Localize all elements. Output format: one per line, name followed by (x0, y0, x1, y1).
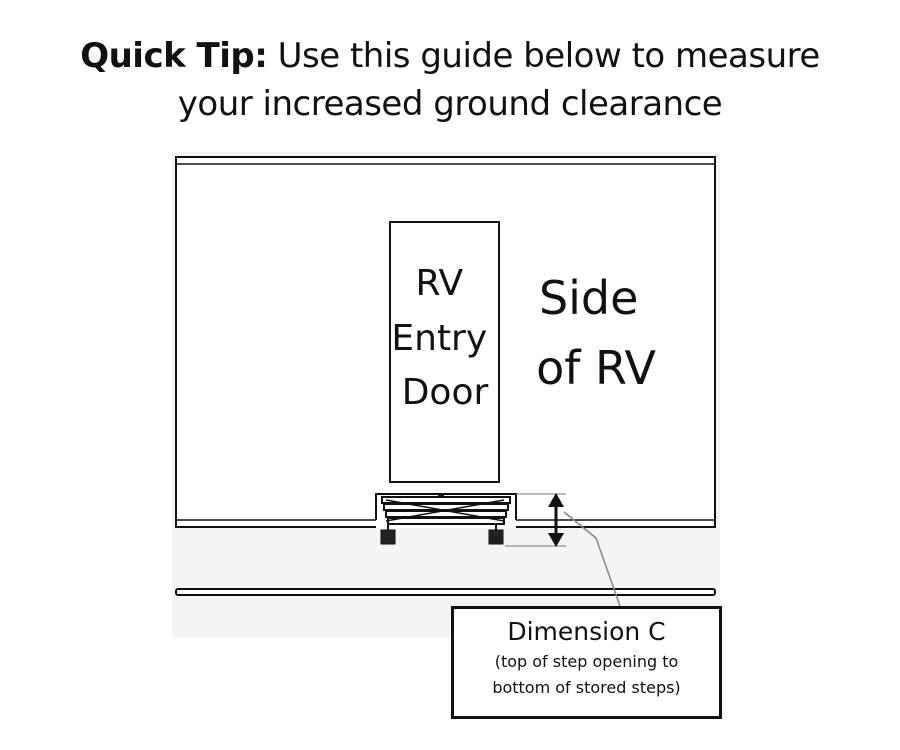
ground-line (175, 588, 716, 596)
door-label-line-2: Entry (391, 318, 487, 359)
tip-text-line-2: your increased ground clearance (177, 84, 723, 124)
callout-sub-line-2: bottom of stored steps) (492, 678, 681, 697)
quick-tip-title: Quick Tip: Use this guide below to measu… (0, 32, 900, 128)
side-label-line-1: Side (539, 271, 638, 325)
side-label-line-2: of RV (536, 341, 656, 395)
callout-heading: Dimension C (507, 617, 666, 646)
door-label-line-1: RV (415, 263, 463, 304)
door-label: RV Entry Door (391, 263, 498, 413)
side-of-rv-label: Side of RV (536, 271, 656, 395)
tip-text-line-1: Use this guide below to measure (267, 36, 821, 76)
step-opening-outline (375, 493, 517, 520)
quick-tip-label: Quick Tip: (80, 36, 268, 76)
callout-sub-line-1: (top of step opening to (494, 652, 679, 671)
door-label-line-3: Door (402, 372, 489, 413)
title-line-1: Quick Tip: Use this guide below to measu… (0, 32, 900, 80)
stored-steps (380, 493, 511, 545)
callout-leader-line (563, 511, 621, 607)
rv-entry-door (389, 221, 500, 483)
dimension-c-arrow (548, 493, 564, 547)
dimension-c-callout: Dimension C (top of step opening to bott… (451, 606, 722, 719)
